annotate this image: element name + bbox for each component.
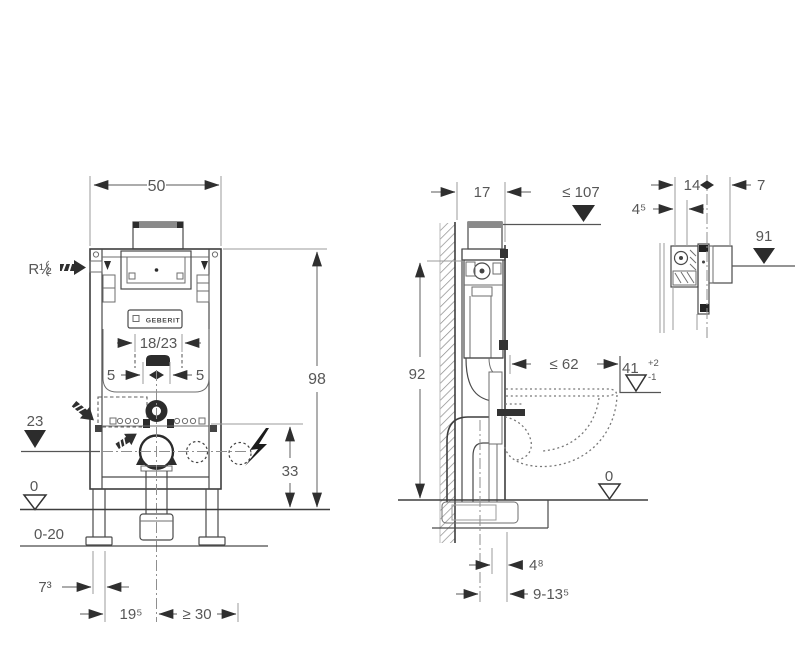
level-plate-label: 91 <box>756 228 773 245</box>
detail-structure <box>659 243 733 333</box>
wall-hatch <box>440 223 455 543</box>
side-view: 17 ≤ 107 92 ≤ 62 41 +2 -1 0 <box>398 182 661 603</box>
flush-pipe <box>488 371 503 445</box>
dim-foot-offset: 7³ <box>38 579 51 596</box>
fill-valve <box>473 262 491 280</box>
foot-plate <box>198 536 226 546</box>
dim-profile-depth: 14 <box>684 177 701 194</box>
dim-offset-left: 5 <box>107 367 115 384</box>
dim-frame-width: 50 <box>148 178 166 195</box>
wall-bracket <box>500 249 508 258</box>
detail-dimensions: 14 7 4⁵ 91 <box>632 175 795 338</box>
dim-flush-pipe-offset: 4⁸ <box>529 557 544 574</box>
lightning-icon <box>245 428 269 466</box>
brand-label-box <box>127 309 183 329</box>
level-outlet-label: 23 <box>27 413 44 430</box>
supply-stub <box>89 260 103 273</box>
front-icons <box>45 260 269 466</box>
dim-rim-height: 41 <box>622 360 639 377</box>
level-triangle-filled <box>753 248 775 264</box>
level-triangle-open <box>22 494 48 511</box>
dim-frame-depth: 17 <box>474 184 491 201</box>
level-max-top-label: ≤ 107 <box>562 184 599 201</box>
level-triangle-filled <box>24 430 46 448</box>
side-dimensions: 17 ≤ 107 92 ≤ 62 41 +2 -1 0 <box>409 182 661 603</box>
level-triangle-open <box>624 374 648 393</box>
dim-max-bowl-depth: ≤ 62 <box>549 356 578 373</box>
dim-min-side-distance: ≥ 30 <box>182 606 211 623</box>
level-triangle-filled <box>572 205 595 222</box>
dim-rim-tol-minus: -1 <box>648 372 656 383</box>
front-view: GEBERIT <box>20 176 330 623</box>
wall-bracket <box>499 340 508 350</box>
dim-plate-depth: 7 <box>757 177 765 194</box>
side-structure <box>398 221 648 543</box>
dim-leg-adjustment: 0-20 <box>34 526 64 543</box>
dim-outlet-offset: 9-13⁵ <box>533 586 569 603</box>
direction-arrow-icon <box>113 427 141 453</box>
drain-elbow-side <box>446 416 494 502</box>
dim-rim-tol-plus: +2 <box>648 358 659 369</box>
front-dimensions: 50 R½ 18/23 5 5 23 0 0-20 <box>20 176 330 623</box>
dim-supply-thread: R½ <box>28 261 52 278</box>
detail-view: 14 7 4⁵ 91 <box>632 175 795 338</box>
actuator-opening <box>120 250 192 290</box>
insert-arrow-icon <box>69 397 99 427</box>
brand-logo-icon <box>132 315 140 322</box>
level-floor-label: 0 <box>30 478 38 495</box>
dim-frame-height: 92 <box>409 366 426 383</box>
frame-outline <box>89 248 222 490</box>
dim-offset-detail: 4⁵ <box>632 201 647 218</box>
dim-actuator-opening: 18/23 <box>140 335 178 352</box>
actuator-housing <box>708 245 733 284</box>
level-floor-label-side: 0 <box>605 468 613 485</box>
flush-bend-cover <box>146 355 170 366</box>
level-triangle-open <box>597 483 622 501</box>
supply-arrow-icon <box>45 260 86 277</box>
dim-outlet-height: 33 <box>282 463 299 480</box>
foot-plate <box>85 536 113 546</box>
wc-bowl-outline <box>504 388 618 468</box>
dim-offset-right: 5 <box>196 367 204 384</box>
dim-center-offset: 19⁵ <box>120 606 143 623</box>
knockout-circle <box>228 441 252 466</box>
flush-stub <box>497 409 525 416</box>
brand-text: GEBERIT <box>146 318 181 325</box>
dim-total-height: 98 <box>308 371 326 388</box>
service-opening <box>97 396 148 428</box>
